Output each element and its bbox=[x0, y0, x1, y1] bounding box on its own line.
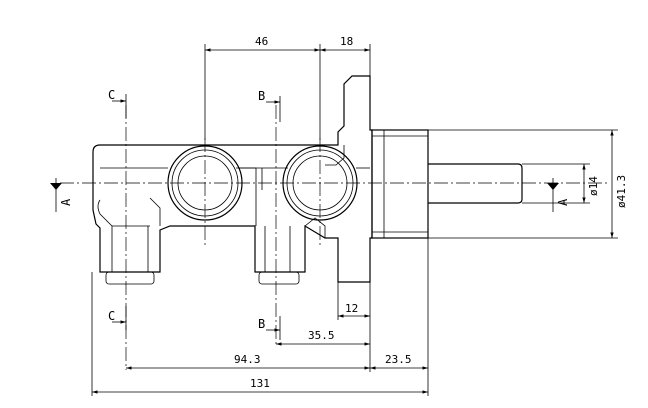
extension-lines bbox=[91, 44, 618, 396]
dim-35-5: 35.5 bbox=[276, 329, 370, 346]
lower-left-inner bbox=[149, 197, 161, 226]
section-a-left: A bbox=[50, 178, 73, 212]
dim-131-text: 131 bbox=[250, 377, 270, 390]
dim-35-5-text: 35.5 bbox=[308, 329, 335, 342]
dim-94-3: 94.3 bbox=[126, 353, 370, 370]
section-a-left-label: A bbox=[59, 198, 73, 206]
dim-dia-41-3-text: ø41.3 bbox=[615, 175, 628, 208]
reservoir-port-mid bbox=[264, 226, 291, 272]
boss-left bbox=[105, 271, 155, 285]
lower-left-feature bbox=[97, 199, 113, 272]
dim-12: 12 bbox=[338, 302, 370, 318]
master-cylinder-body bbox=[92, 75, 523, 285]
section-c-bottom-label: C bbox=[108, 309, 115, 323]
section-a-right-label: A bbox=[556, 198, 570, 206]
section-c-bottom: C bbox=[108, 306, 127, 330]
body-outline bbox=[92, 75, 373, 283]
push-rod bbox=[428, 163, 523, 204]
section-b-top: B bbox=[258, 89, 281, 122]
dim-23-5: 23.5 bbox=[370, 353, 428, 370]
section-b-top-label: B bbox=[258, 89, 265, 103]
dim-12-text: 12 bbox=[345, 302, 358, 315]
dim-94-3-text: 94.3 bbox=[234, 353, 261, 366]
dim-18: 18 bbox=[320, 35, 370, 52]
dim-dia-14: ø14 bbox=[582, 164, 600, 203]
flange bbox=[371, 129, 429, 239]
dim-46: 46 bbox=[205, 35, 320, 52]
dim-23-5-text: 23.5 bbox=[385, 353, 412, 366]
mid-web-detail bbox=[261, 145, 345, 190]
center-lines bbox=[60, 105, 610, 370]
dim-dia-14-text: ø14 bbox=[587, 176, 600, 196]
dim-46-text: 46 bbox=[255, 35, 268, 48]
section-c-top-label: C bbox=[108, 88, 115, 102]
inner-web bbox=[238, 167, 326, 238]
section-b-bottom: B bbox=[258, 316, 281, 340]
reservoir-port-left bbox=[112, 225, 150, 272]
dim-18-text: 18 bbox=[340, 35, 353, 48]
dim-131: 131 bbox=[92, 377, 428, 394]
section-c-top: C bbox=[108, 88, 127, 118]
boss-mid bbox=[258, 271, 300, 285]
section-a-right: A bbox=[547, 178, 570, 212]
dim-dia-41-3: ø41.3 bbox=[610, 130, 628, 238]
section-b-bottom-label: B bbox=[258, 317, 265, 331]
